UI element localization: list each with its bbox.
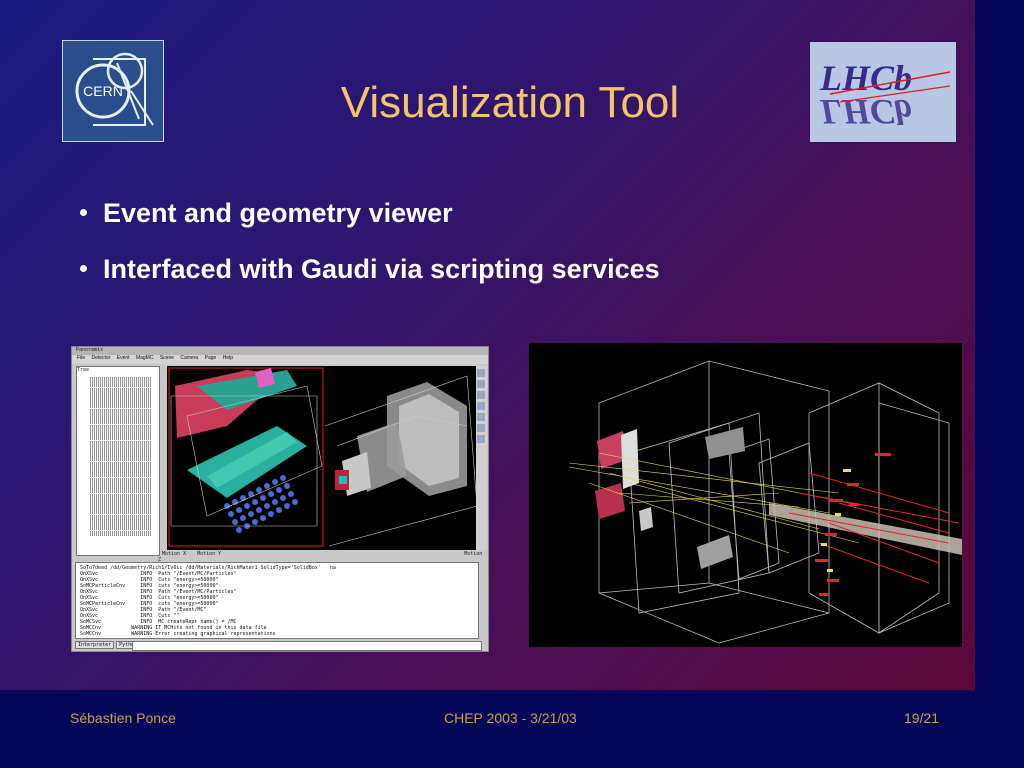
app-window-title: Panoramix (76, 347, 104, 353)
lhcb-logo: LHCb LHCb (810, 42, 956, 142)
console-line: SoMCParticleCnv INFO cuts "energy>=50000… (80, 601, 219, 607)
bullet-dot-icon (80, 265, 87, 273)
geometry-3d-view[interactable] (167, 366, 478, 550)
geometry-render (168, 367, 478, 547)
footer-band (0, 690, 1024, 768)
tab-interpreter[interactable]: Interpreter (75, 641, 115, 649)
motion-x-label[interactable]: Motion X (162, 551, 187, 557)
motion-z-label[interactable]: Motion Z (158, 551, 483, 563)
view-tool-icon[interactable] (477, 391, 485, 399)
motion-y-label[interactable]: Motion Y (197, 551, 222, 557)
console-line: SoMCCnv WARNING Error creating graphical… (80, 631, 276, 637)
view-tool-icon[interactable] (477, 369, 485, 377)
bullet-text: Event and geometry viewer (103, 198, 453, 228)
console-line: OnXSvc INFO Path "/Event/MC/Particles" (80, 589, 237, 595)
console-line: SoMCCnv WARNING IT MCHits not found in t… (80, 625, 267, 631)
console-line: OnXSvc INFO Cuts "energy>=50000" (80, 595, 219, 601)
console-line: SoTo7deed /dd/Geometry/Rich1/Iv6ic /dd/M… (80, 565, 336, 571)
console-line: SoMCParticleCnv INFO cuts "energy>=50000… (80, 583, 219, 589)
app-window-screenshot: Panoramix File Detector Event MagMC Scen… (71, 346, 489, 652)
app-menu-bar: File Detector Event MagMC Scene Camera P… (72, 355, 488, 364)
slide-title: Visualization Tool (340, 78, 680, 127)
menu-item[interactable]: Camera (180, 355, 199, 361)
svg-text:LHCb: LHCb (819, 58, 912, 98)
command-input[interactable] (132, 641, 482, 651)
console-line: SoMCSvc INFO MC createRepr name() = /MC (80, 619, 237, 625)
console-line: OnXSvc INFO Path "/Event/MC" (80, 607, 207, 613)
bullet-text: Interfaced with Gaudi via scripting serv… (103, 254, 660, 284)
console-line: OnXSvc INFO Cuts "energy>=50000" (80, 577, 219, 583)
bullet-item: Interfaced with Gaudi via scripting serv… (80, 254, 660, 285)
lhcb-logo-graphic: LHCb LHCb (819, 58, 951, 132)
console-line: OnXSvc INFO Path "/Event/MC/Particles" (80, 571, 237, 577)
view-tool-icon[interactable] (477, 402, 485, 410)
event-display-screenshot (529, 343, 962, 647)
output-console[interactable]: SoTo7deed /dd/Geometry/Rich1/Iv6ic /dd/M… (75, 562, 479, 639)
menu-item[interactable]: MagMC (135, 355, 154, 361)
view-status-bar: Motion X Motion Y Motion Z (158, 551, 484, 563)
view-tool-icon[interactable] (477, 424, 485, 432)
app-title-bar: Panoramix (72, 347, 488, 355)
menu-item[interactable]: Page (204, 355, 217, 361)
footer-conference: CHEP 2003 - 3/21/03 (444, 710, 577, 726)
menu-item[interactable]: Help (222, 355, 233, 361)
event-render (568, 360, 962, 644)
bullet-item: Event and geometry viewer (80, 198, 453, 229)
console-line: OnXSvc INFO Cuts "" (80, 613, 180, 619)
menu-item[interactable]: File (77, 355, 86, 361)
right-margin-band (975, 0, 1024, 690)
footer-author: Sébastien Ponce (70, 710, 176, 726)
view-tool-icon[interactable] (477, 413, 485, 421)
tree-tab[interactable]: Tree (77, 367, 90, 373)
view-tool-icon[interactable] (477, 380, 485, 388)
menu-item[interactable]: Detector (91, 355, 111, 361)
bullet-dot-icon (80, 209, 87, 217)
svg-text:CERN: CERN (83, 83, 123, 99)
menu-item[interactable]: Event (116, 355, 130, 361)
footer-page-number: 19/21 (904, 710, 940, 726)
view-tool-icon[interactable] (477, 435, 485, 443)
menu-item[interactable]: Scene (159, 355, 175, 361)
view-toolbar (476, 366, 487, 550)
tree-items (90, 377, 152, 536)
cern-logo-graphic: CERN (75, 52, 154, 126)
cern-logo: CERN (62, 40, 164, 142)
